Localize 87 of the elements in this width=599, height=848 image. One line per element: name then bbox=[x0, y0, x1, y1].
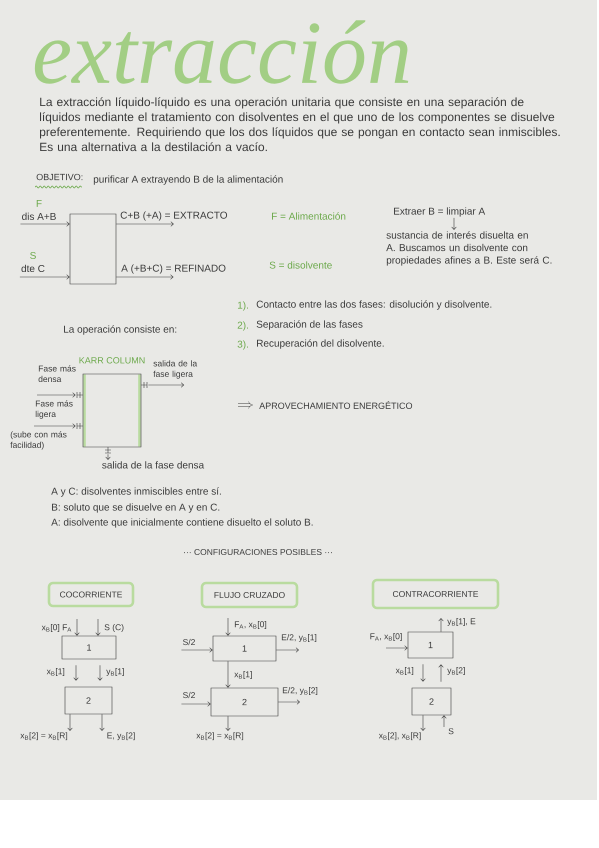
arrow bbox=[438, 664, 444, 682]
arrow bbox=[225, 661, 231, 688]
note-text: sustancia de interés disuelta en A. Buscamos un disolvente con propiedades afines a B. Este será C. bbox=[386, 231, 552, 266]
definition-text: F = Alimentación bbox=[272, 212, 346, 220]
note-text: APROVECHAMIENTO ENERGÉTICO bbox=[259, 401, 412, 409]
arrow bbox=[148, 382, 184, 388]
stream-label: S dte C bbox=[21, 252, 45, 272]
stream-label: F$_{A}$, x$_{B}$[0] bbox=[370, 633, 402, 641]
stream-label: S (C) bbox=[104, 624, 124, 632]
stream-label: Fase más densa bbox=[38, 365, 76, 382]
note-text: B: soluto que se disuelve en A y en C. bbox=[52, 503, 220, 513]
arrow bbox=[95, 618, 101, 636]
edge-label: y$_{B}$[1] bbox=[106, 668, 124, 676]
arrow bbox=[225, 618, 231, 636]
arrow bbox=[73, 665, 79, 681]
list-number: 1). bbox=[238, 301, 248, 311]
stream-label: x$_{B}$[2] = x$_{B}$[R] bbox=[196, 732, 244, 740]
arrow bbox=[181, 647, 213, 653]
arrow bbox=[451, 218, 457, 230]
arrow bbox=[225, 716, 231, 731]
arrow bbox=[20, 221, 70, 227]
stage-box: 1 bbox=[62, 636, 116, 660]
stream-label: salida de la fase densa bbox=[102, 461, 204, 469]
heading-box: CONTRACORRIENTE bbox=[372, 578, 500, 610]
arrow bbox=[67, 714, 73, 731]
arrow bbox=[181, 701, 211, 707]
arrow bbox=[278, 699, 300, 705]
stream-label: Fase más ligera (sube con más facilidad) bbox=[10, 400, 73, 450]
arrow bbox=[116, 221, 174, 227]
stage-box: 2 bbox=[210, 688, 278, 716]
stream-label: y$_{B}$[1], E bbox=[447, 618, 476, 626]
intro-text: La operación consiste en: bbox=[64, 325, 176, 335]
arrow bbox=[20, 274, 70, 280]
list-item: Recuperación del disolvente. bbox=[257, 339, 384, 349]
arrow bbox=[74, 618, 80, 636]
arrow bbox=[276, 647, 300, 653]
arrow bbox=[105, 454, 111, 460]
definition-text: S = disolvente bbox=[270, 261, 332, 269]
list-number: 3). bbox=[238, 340, 248, 350]
objective-label: OBJETIVO: bbox=[36, 174, 82, 180]
arrow bbox=[420, 664, 426, 682]
objective-text: purificar A extrayendo B de la alimentación bbox=[94, 175, 283, 185]
edge-label: x$_{B}$[1] bbox=[234, 671, 252, 679]
stage-box: 2 bbox=[64, 686, 112, 714]
arrow bbox=[36, 392, 76, 398]
note-text: Extraer B = limpiar A bbox=[394, 207, 486, 217]
stream-label: F$_{A}$, x$_{B}$[0] bbox=[234, 621, 266, 629]
arrow bbox=[34, 423, 76, 429]
stream-label: x$_{B}$[2] = x$_{B}$[R] bbox=[20, 732, 68, 740]
stream-label: x$_{B}$[0] F$_{A}$ bbox=[42, 624, 72, 632]
stream-label: S/2 bbox=[183, 692, 195, 698]
heading-box: FLUJO CRUZADO bbox=[200, 582, 298, 608]
extractor-box bbox=[70, 214, 116, 284]
arrow bbox=[441, 715, 447, 728]
column-box: KARR COLUMN bbox=[79, 357, 144, 448]
note-text: A y C: disolventes inmiscibles entre sí. bbox=[51, 487, 221, 497]
stream-label: A (+B+C) = REFINADO bbox=[121, 264, 226, 274]
stream-label: E/2, y$_{B}$[1] bbox=[282, 634, 316, 642]
note-text: A: disolvente que inicialmente contiene disuelto el soluto B. bbox=[51, 518, 313, 528]
arrow bbox=[116, 274, 174, 280]
stage-box: 1 bbox=[408, 632, 454, 658]
stream-label: E, y$_{B}$[2] bbox=[107, 732, 135, 740]
arrow bbox=[438, 618, 444, 632]
stage-box: 2 bbox=[412, 688, 452, 716]
stream-label: x$_{B}$[2], x$_{B}$[R] bbox=[378, 732, 421, 740]
stage-box: 1 bbox=[212, 636, 276, 662]
list-item: Separación de las fases bbox=[256, 320, 363, 330]
arrow bbox=[386, 645, 408, 651]
arrow bbox=[97, 665, 103, 681]
section-heading: ··· CONFIGURACIONES POSIBLES ··· bbox=[184, 549, 332, 555]
edge-label: x$_{B}$[1] bbox=[46, 668, 64, 676]
heading-box: COCORRIENTE bbox=[48, 582, 134, 608]
title: extracción bbox=[34, 20, 408, 84]
stream-label: F dis A+B bbox=[22, 200, 56, 220]
edge-label: x$_{B}$[1] bbox=[396, 667, 414, 675]
stream-label: C+B (+A) = EXTRACTO bbox=[120, 211, 228, 221]
arrow bbox=[99, 714, 105, 731]
stream-label: E/2, y$_{B}$[2] bbox=[282, 687, 318, 695]
stream-label: S bbox=[448, 728, 454, 734]
list-item: Contacto entre las dos fases: disolución y disolvente. bbox=[256, 300, 492, 310]
edge-label: y$_{B}$[2] bbox=[447, 667, 465, 675]
paragraph: La extracción líquido-líquido es una operación unitaria que consiste en una separación de líquidos mediante el tratamiento con disolventes en el que uno de los componentes se disuelve preferentemente. Requiriendo que los dos líquidos que se pongan en contacto sean inmiscibles. Es una alternativa a la destilación a vacío. bbox=[40, 97, 560, 152]
arrow bbox=[420, 715, 426, 731]
node-label: KARR COLUMN bbox=[79, 357, 145, 364]
list-number: 2). bbox=[238, 321, 248, 331]
stream-label: S/2 bbox=[183, 638, 195, 646]
stream-label: salida de la fase ligera bbox=[153, 360, 198, 379]
